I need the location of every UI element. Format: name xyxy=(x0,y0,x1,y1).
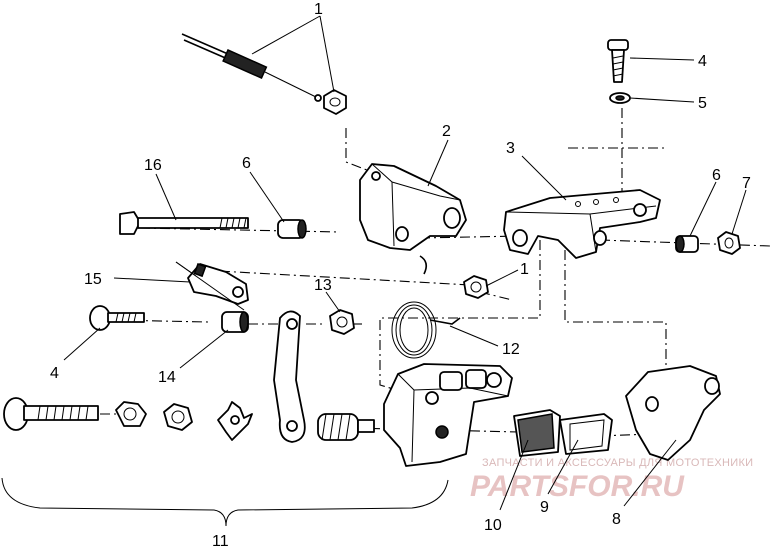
watermark: ЗАПЧАСТИ И АКСЕССУАРЫ ДЛЯ МОТОТЕХНИКИ PA… xyxy=(470,457,753,503)
callout-11: 11 xyxy=(212,533,229,550)
callout-4-left: 4 xyxy=(50,365,59,382)
part-6-bushing-left xyxy=(277,219,307,239)
callout-13: 13 xyxy=(314,277,332,294)
callout-5: 5 xyxy=(698,95,707,112)
part-3-bracket xyxy=(503,189,661,259)
part-14-bushing xyxy=(221,311,249,333)
leader-lines xyxy=(63,15,747,511)
callout-14: 14 xyxy=(158,369,176,386)
callout-2: 2 xyxy=(442,123,451,140)
callout-1-mid: 1 xyxy=(520,261,529,278)
callout-6-left: 6 xyxy=(242,155,251,172)
watermark-logo: PARTSFOR.RU xyxy=(470,470,685,503)
callout-7: 7 xyxy=(742,175,751,192)
part-12-spring xyxy=(391,255,461,359)
callout-16: 16 xyxy=(144,157,162,174)
part-11-castle-nut xyxy=(115,401,147,427)
part-5-washer xyxy=(609,92,631,104)
part-11-brace xyxy=(1,477,449,527)
part-11-worm-gear xyxy=(317,413,375,441)
part-4-screw-left xyxy=(89,305,145,331)
lever-arm xyxy=(273,310,306,443)
part-15-clamp xyxy=(187,263,249,305)
part-1-cable xyxy=(181,33,347,115)
watermark-tagline: ЗАПЧАСТИ И АКСЕССУАРЫ ДЛЯ МОТОТЕХНИКИ xyxy=(482,457,753,469)
part-7-nut xyxy=(717,231,741,255)
callout-12: 12 xyxy=(502,341,520,358)
callout-9: 9 xyxy=(540,499,549,516)
part-16-bolt xyxy=(119,211,249,235)
part-8-caliper-plate xyxy=(625,365,721,461)
part-2-bracket xyxy=(359,163,467,251)
callout-4-top: 4 xyxy=(698,53,707,70)
callout-3: 3 xyxy=(506,140,515,157)
part-4-screw-top xyxy=(607,39,629,83)
part-11-nut xyxy=(163,403,193,431)
part-11-bolt xyxy=(3,397,99,431)
caliper-body xyxy=(383,363,513,467)
part-11-lock-washer xyxy=(217,401,253,441)
callout-labels: 1 2 3 4 5 6 7 16 6 15 1 13 12 4 14 10 9 … xyxy=(50,1,751,550)
part-9-brake-pad xyxy=(559,413,613,455)
callout-1-top: 1 xyxy=(314,1,323,18)
callout-15: 15 xyxy=(84,271,102,288)
callout-8: 8 xyxy=(612,511,621,528)
callout-6-right: 6 xyxy=(712,167,721,184)
part-13-nut xyxy=(329,309,355,335)
part-10-brake-pad xyxy=(513,409,561,457)
callout-10: 10 xyxy=(484,517,502,534)
part-6-bushing-right xyxy=(675,235,699,253)
part-1-nut-mid xyxy=(463,275,489,299)
